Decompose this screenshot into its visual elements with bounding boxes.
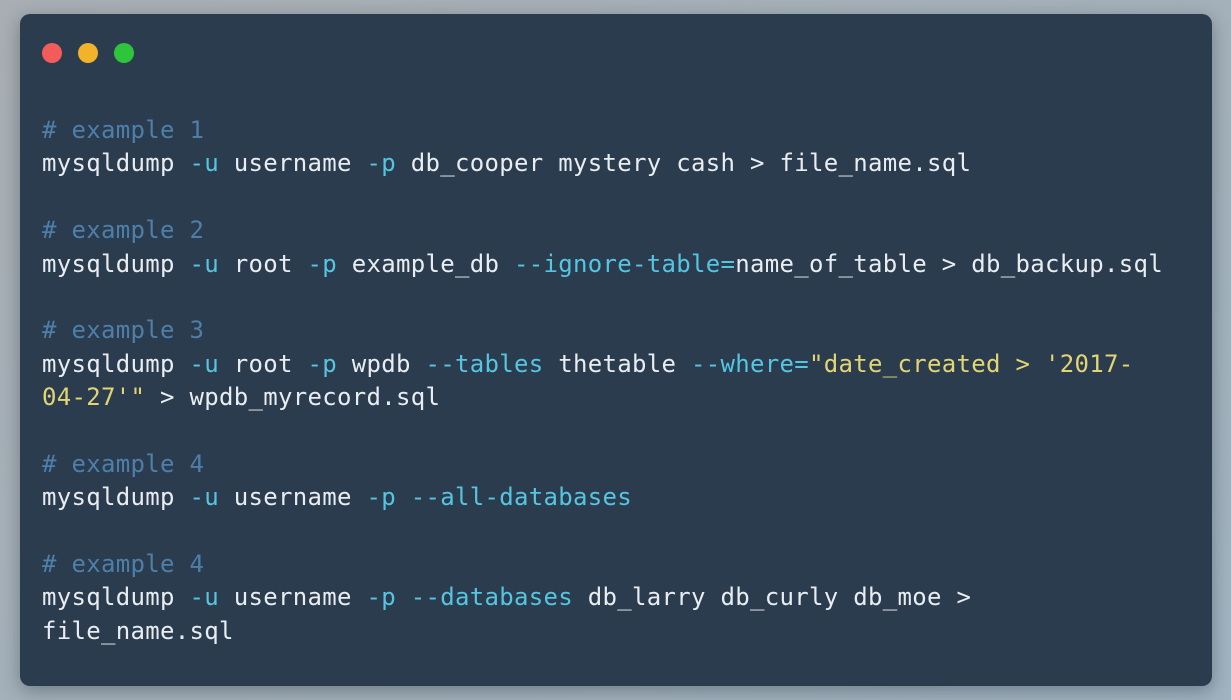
comment-line: # example 2: [42, 216, 205, 245]
code-line: mysqldump -u username -p --all-databases: [42, 481, 1192, 514]
code-token-plain: > wpdb_myrecord.sql: [145, 383, 441, 412]
code-block-3: # example 3 mysqldump -u root -p wpdb --t…: [42, 314, 1192, 414]
code-token-plain: username: [219, 583, 367, 612]
comment-line: # example 1: [42, 116, 205, 144]
minimize-button[interactable]: [78, 43, 98, 63]
code-token-plain: username: [219, 149, 367, 178]
code-token-plain: username: [219, 483, 367, 512]
code-token-flag: --ignore-table=: [514, 249, 736, 278]
code-token-flag: --tables: [425, 349, 544, 378]
code-line: 04-27'" > wpdb_myrecord.sql: [42, 381, 1192, 414]
code-token-flag: -u: [189, 583, 219, 612]
code-block-4: # example 4 mysqldump -u username -p --al…: [42, 448, 1192, 515]
code-token-flag: -p: [366, 583, 396, 612]
code-token-plain: example_db: [337, 249, 514, 278]
code-token-plain: file_name.sql: [42, 616, 234, 645]
comment-line: # example 4: [42, 449, 205, 478]
code-block-1: # example 1 mysqldump -u username -p db_c…: [42, 114, 1192, 181]
code-token-plain: [396, 483, 411, 511]
code-line: mysqldump -u username -p db_cooper myste…: [42, 147, 1192, 180]
code-token-plain: root: [219, 349, 308, 378]
code-token-string: 04-27'": [42, 383, 146, 412]
code-token-flag: --databases: [410, 583, 573, 612]
code-token-plain: mysqldump: [42, 149, 190, 178]
zoom-button[interactable]: [114, 43, 134, 63]
code-token-flag: --all-databases: [410, 483, 632, 512]
code-token-flag: -u: [189, 349, 219, 378]
code-token-flag: -p: [366, 483, 396, 512]
code-line: mysqldump -u username -p --databases db_…: [42, 581, 1192, 614]
traffic-lights: [42, 43, 134, 63]
code-block-2: # example 2 mysqldump -u root -p example_…: [42, 214, 1192, 281]
code-token-flag: -u: [189, 483, 219, 512]
code-token-flag: -p: [307, 249, 337, 278]
code-token-plain: mysqldump: [42, 249, 190, 278]
code-token-plain: thetable: [543, 349, 691, 378]
code-token-flag: -u: [189, 149, 219, 178]
code-area: # example 1 mysqldump -u username -p db_c…: [42, 114, 1192, 682]
code-token-plain: name_of_table > db_backup.sql: [735, 249, 1163, 278]
comment-line: # example 4: [42, 550, 205, 579]
code-token-plain: root: [219, 249, 308, 278]
code-token-flag: -p: [366, 149, 396, 178]
code-token-plain: db_larry db_curly db_moe >: [573, 583, 972, 612]
code-line: mysqldump -u root -p example_db --ignore…: [42, 248, 1192, 281]
code-token-plain: db_cooper mystery cash > file_name.sql: [396, 149, 972, 178]
code-token-flag: -p: [307, 349, 337, 378]
close-button[interactable]: [42, 43, 62, 63]
code-token-plain: mysqldump: [42, 583, 190, 612]
code-token-flag: --where=: [691, 349, 809, 378]
comment-line: # example 3: [42, 316, 205, 345]
code-token-plain: wpdb: [337, 349, 426, 378]
code-token-string: "date_created > '2017-: [809, 349, 1134, 378]
terminal-window: # example 1 mysqldump -u username -p db_c…: [20, 14, 1212, 686]
code-token-plain: mysqldump: [42, 483, 190, 512]
code-token-flag: -u: [189, 249, 219, 278]
code-token-plain: mysqldump: [42, 349, 190, 378]
code-line: file_name.sql: [42, 615, 1192, 648]
code-token-plain: [396, 583, 411, 611]
code-line: mysqldump -u root -p wpdb --tables theta…: [42, 348, 1192, 381]
